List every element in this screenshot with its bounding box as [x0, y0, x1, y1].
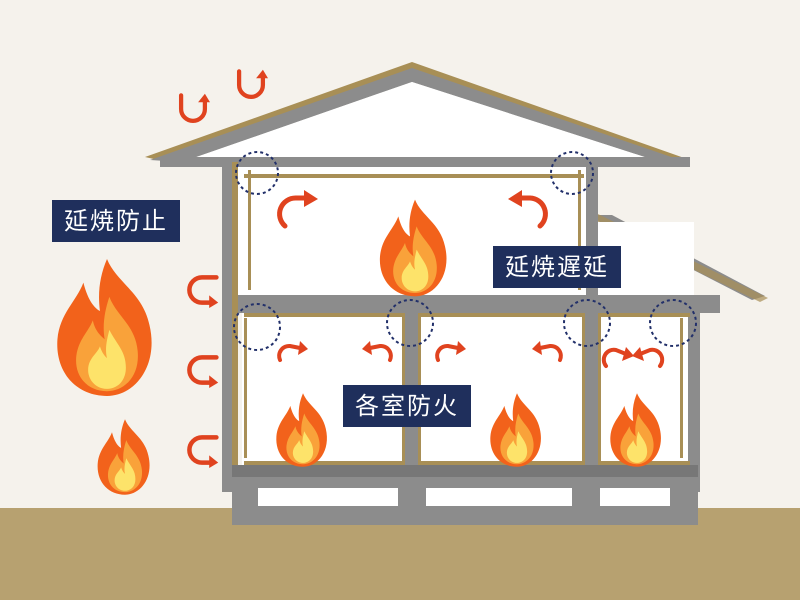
- curved-arrow-icon: [189, 357, 218, 388]
- dashed-circle-marker: [649, 299, 697, 347]
- flame-icon: [57, 259, 152, 396]
- curved-arrow-icon: [638, 347, 665, 368]
- curved-arrow-icon: [239, 70, 268, 97]
- room-fire-protection-label: 各室防火: [343, 385, 471, 427]
- middle-floor-slab: [232, 295, 720, 313]
- ground-floor-arrows: [277, 344, 665, 368]
- dashed-circle-marker: [235, 151, 279, 195]
- dashed-circle-marker: [550, 151, 594, 195]
- fire-spread-delay-label: 延焼遅延: [493, 246, 621, 288]
- curved-arrow-icon: [601, 347, 628, 368]
- dashed-circle-marker: [563, 299, 611, 347]
- curved-arrow-icon: [435, 344, 460, 362]
- curved-arrow-icon: [277, 344, 302, 362]
- curved-arrow-icon: [181, 94, 210, 121]
- dashed-circle-marker: [233, 303, 281, 351]
- curved-arrow-icon: [277, 195, 309, 229]
- curved-arrow-icon: [189, 437, 218, 468]
- main-roof: [150, 68, 686, 162]
- fire-spread-prevention-label: 延焼防止: [52, 200, 180, 242]
- attic-floor: [160, 157, 690, 167]
- curved-arrow-icon: [517, 195, 548, 229]
- curved-arrow-icon: [368, 344, 393, 362]
- curved-arrow-icon: [189, 277, 218, 308]
- dashed-circle-marker: [386, 299, 434, 347]
- flame-icon: [97, 419, 150, 495]
- partition-2: [584, 313, 598, 465]
- curved-arrow-icon: [538, 344, 563, 362]
- dashed-circle-marker-group: [233, 151, 697, 351]
- right-wall: [688, 296, 700, 492]
